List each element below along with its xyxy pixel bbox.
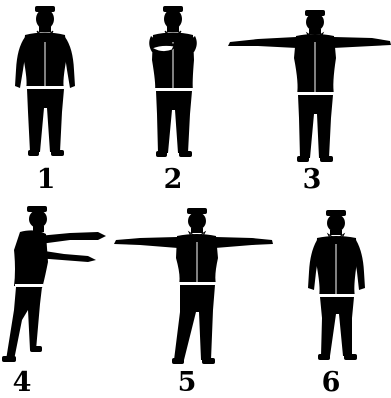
panel-label-2: 2 [158,166,188,193]
panel-label-1: 1 [31,166,61,193]
panel-label-5: 5 [172,369,202,396]
panel-label-4: 4 [7,369,37,396]
panel-label-6: 6 [316,369,346,396]
panel-label-3: 3 [297,166,327,193]
